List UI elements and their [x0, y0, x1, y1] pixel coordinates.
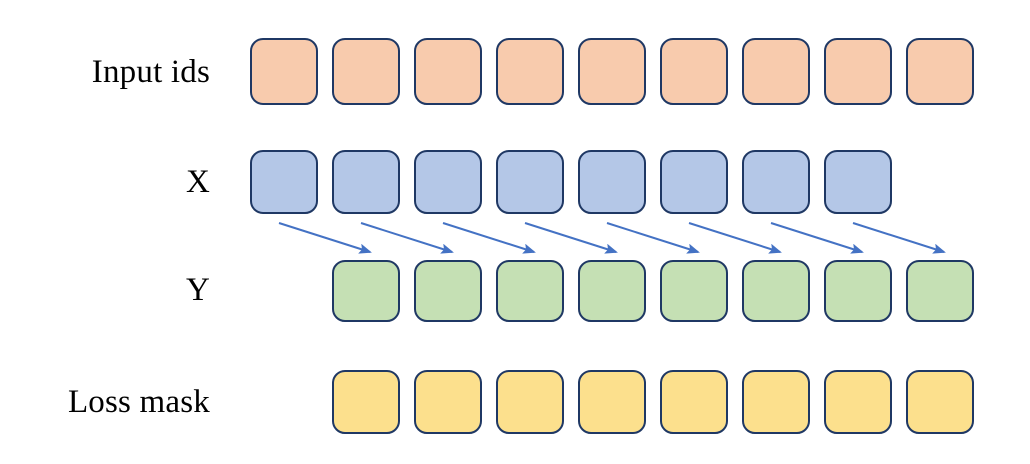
cell-loss-mask-4: [578, 370, 646, 434]
shift-arrow-2: [360, 222, 454, 254]
cell-input-ids-5: [578, 38, 646, 105]
cell-x-5: [578, 150, 646, 214]
cell-x-6: [660, 150, 728, 214]
cell-x-8: [824, 150, 892, 214]
shift-arrow-3: [442, 222, 536, 254]
cell-loss-mask-5: [660, 370, 728, 434]
cell-input-ids-7: [742, 38, 810, 105]
cell-x-3: [414, 150, 482, 214]
shift-arrow-4: [524, 222, 618, 254]
row-label-y: Y: [185, 272, 210, 308]
cell-input-ids-4: [496, 38, 564, 105]
shift-arrow-6: [688, 222, 782, 254]
cell-loss-mask-1: [332, 370, 400, 434]
shift-arrow-7: [770, 222, 864, 254]
cell-loss-mask-6: [742, 370, 810, 434]
cell-input-ids-8: [824, 38, 892, 105]
cell-input-ids-2: [332, 38, 400, 105]
row-label-x: X: [185, 164, 210, 200]
shift-arrow-1: [278, 222, 372, 254]
cell-loss-mask-7: [824, 370, 892, 434]
cell-loss-mask-2: [414, 370, 482, 434]
cell-y-7: [824, 260, 892, 322]
cell-x-2: [332, 150, 400, 214]
row-label-loss-mask: Loss mask: [67, 384, 210, 420]
cell-y-1: [332, 260, 400, 322]
cell-input-ids-3: [414, 38, 482, 105]
cell-y-5: [660, 260, 728, 322]
cell-input-ids-1: [250, 38, 318, 105]
shift-arrow-5: [606, 222, 700, 254]
cell-y-4: [578, 260, 646, 322]
cell-x-4: [496, 150, 564, 214]
cell-x-1: [250, 150, 318, 214]
cell-y-6: [742, 260, 810, 322]
cell-input-ids-6: [660, 38, 728, 105]
cell-loss-mask-3: [496, 370, 564, 434]
cell-y-3: [496, 260, 564, 322]
cell-input-ids-9: [906, 38, 974, 105]
shift-arrow-8: [852, 222, 946, 254]
cell-x-7: [742, 150, 810, 214]
row-label-input-ids: Input ids: [91, 54, 210, 90]
cell-loss-mask-8: [906, 370, 974, 434]
cell-y-8: [906, 260, 974, 322]
cell-y-2: [414, 260, 482, 322]
